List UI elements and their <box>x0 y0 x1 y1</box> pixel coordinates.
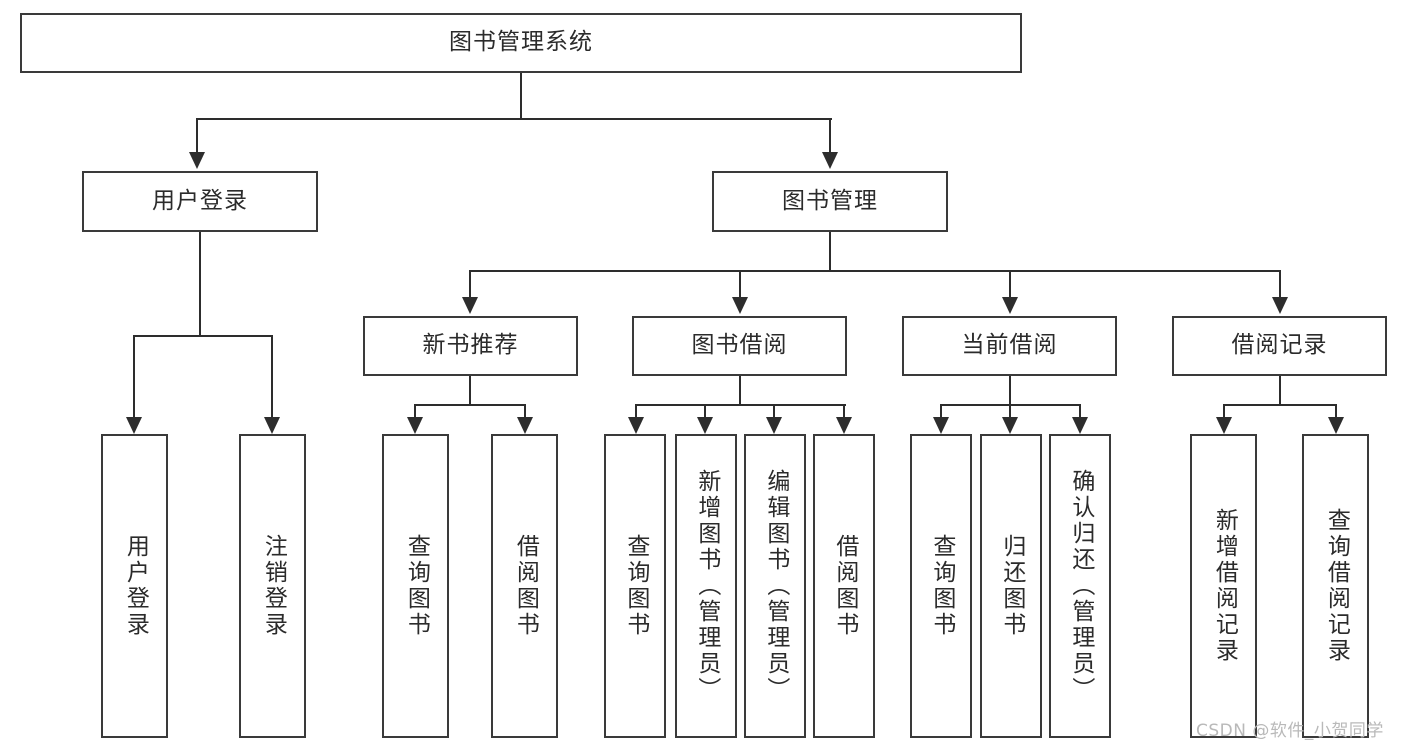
edge-record-to-leaf2 <box>1335 404 1337 419</box>
arrowhead-bookmgmt-to-borrow <box>732 297 748 314</box>
node-leaf-borrow-add-label: 新增图书（管理员） <box>693 469 720 703</box>
edge-current-to-leaf3 <box>1079 404 1081 419</box>
node-leaf-newbook-query[interactable]: 查询图书 <box>382 434 449 738</box>
edge-root-to-bookmgmt <box>829 118 831 154</box>
node-leaf-borrow-edit-label: 编辑图书（管理员） <box>762 469 789 703</box>
edge-login-bus <box>134 335 272 337</box>
edge-bookmgmt-to-borrow <box>739 270 741 299</box>
edge-record-to-leaf1 <box>1223 404 1225 419</box>
arrowhead-newbook-to-leaf2 <box>517 417 533 434</box>
edge-bookmgmt-bus <box>469 270 1281 272</box>
node-book-borrow[interactable]: 图书借阅 <box>632 316 847 376</box>
edge-bookmgmt-stem <box>829 232 831 272</box>
arrowhead-borrow-to-leaf4 <box>836 417 852 434</box>
node-leaf-borrow-lend-label: 借阅图书 <box>831 534 858 638</box>
node-leaf-newbook-borrow[interactable]: 借阅图书 <box>491 434 558 738</box>
node-leaf-newbook-query-label: 查询图书 <box>403 534 430 638</box>
edge-borrow-to-leaf3 <box>773 404 775 419</box>
edge-current-stem <box>1009 376 1011 406</box>
node-new-book-recommend-label: 新书推荐 <box>422 332 519 359</box>
node-new-book-recommend[interactable]: 新书推荐 <box>363 316 578 376</box>
edge-current-to-leaf2 <box>1009 404 1011 419</box>
node-leaf-borrow-query[interactable]: 查询图书 <box>604 434 666 738</box>
node-borrow-record[interactable]: 借阅记录 <box>1172 316 1387 376</box>
edge-record-stem <box>1279 376 1281 406</box>
arrowhead-newbook-to-leaf1 <box>407 417 423 434</box>
edge-borrow-to-leaf2 <box>704 404 706 419</box>
node-book-management-label: 图书管理 <box>782 187 878 214</box>
node-current-borrow-label: 当前借阅 <box>961 332 1058 359</box>
node-leaf-current-confirm-label: 确认归还（管理员） <box>1067 469 1094 703</box>
node-leaf-current-return[interactable]: 归还图书 <box>980 434 1042 738</box>
node-leaf-record-query-label: 查询借阅记录 <box>1323 508 1350 664</box>
arrowhead-login-to-leaf2 <box>264 417 280 434</box>
arrowhead-bookmgmt-to-record <box>1272 297 1288 314</box>
node-leaf-newbook-borrow-label: 借阅图书 <box>512 534 539 638</box>
node-leaf-record-add[interactable]: 新增借阅记录 <box>1190 434 1257 738</box>
edge-newbook-bus <box>415 404 525 406</box>
node-borrow-record-label: 借阅记录 <box>1231 332 1328 359</box>
node-leaf-user-logout-label: 注销登录 <box>260 534 287 638</box>
edge-borrow-to-leaf4 <box>843 404 845 419</box>
edge-current-to-leaf1 <box>940 404 942 419</box>
edge-login-to-leaf2 <box>271 335 273 419</box>
node-leaf-borrow-add[interactable]: 新增图书（管理员） <box>675 434 737 738</box>
arrowhead-borrow-to-leaf1 <box>628 417 644 434</box>
node-user-login[interactable]: 用户登录 <box>82 171 318 232</box>
arrowhead-bookmgmt-to-newbook <box>462 297 478 314</box>
arrowhead-root-to-login <box>189 152 205 169</box>
edge-current-bus <box>941 404 1081 406</box>
node-leaf-current-return-label: 归还图书 <box>998 534 1025 638</box>
arrowhead-root-to-bookmgmt <box>822 152 838 169</box>
arrowhead-current-to-leaf3 <box>1072 417 1088 434</box>
arrowhead-bookmgmt-to-current <box>1002 297 1018 314</box>
edge-login-to-leaf1 <box>133 335 135 419</box>
edge-root-to-login <box>196 118 198 154</box>
edge-login-stem <box>199 232 201 336</box>
edge-borrow-bus <box>636 404 846 406</box>
node-leaf-current-query[interactable]: 查询图书 <box>910 434 972 738</box>
node-leaf-user-logout[interactable]: 注销登录 <box>239 434 306 738</box>
arrowhead-record-to-leaf1 <box>1216 417 1232 434</box>
edge-borrow-to-leaf1 <box>635 404 637 419</box>
node-book-borrow-label: 图书借阅 <box>691 332 788 359</box>
node-leaf-current-confirm[interactable]: 确认归还（管理员） <box>1049 434 1111 738</box>
node-current-borrow[interactable]: 当前借阅 <box>902 316 1117 376</box>
node-leaf-borrow-lend[interactable]: 借阅图书 <box>813 434 875 738</box>
node-leaf-borrow-query-label: 查询图书 <box>622 534 649 638</box>
arrowhead-current-to-leaf2 <box>1002 417 1018 434</box>
edge-record-bus <box>1224 404 1336 406</box>
edge-newbook-to-leaf2 <box>524 404 526 419</box>
watermark-text: CSDN @软件_小贺同学 <box>1196 721 1384 741</box>
arrowhead-record-to-leaf2 <box>1328 417 1344 434</box>
node-root[interactable]: 图书管理系统 <box>20 13 1022 73</box>
node-root-label: 图书管理系统 <box>449 29 593 56</box>
edge-root-bus <box>197 118 832 120</box>
node-user-login-label: 用户登录 <box>152 187 248 214</box>
node-leaf-user-login-label: 用户登录 <box>122 534 149 638</box>
arrowhead-login-to-leaf1 <box>126 417 142 434</box>
node-leaf-record-add-label: 新增借阅记录 <box>1211 508 1238 664</box>
node-book-management[interactable]: 图书管理 <box>712 171 948 232</box>
edge-newbook-stem <box>469 376 471 406</box>
edge-borrow-stem <box>739 376 741 406</box>
edge-root-stem <box>520 73 522 119</box>
node-leaf-user-login[interactable]: 用户登录 <box>101 434 168 738</box>
edge-bookmgmt-to-newbook <box>469 270 471 299</box>
edge-newbook-to-leaf1 <box>414 404 416 419</box>
arrowhead-current-to-leaf1 <box>933 417 949 434</box>
arrowhead-borrow-to-leaf2 <box>697 417 713 434</box>
node-leaf-current-query-label: 查询图书 <box>928 534 955 638</box>
arrowhead-borrow-to-leaf3 <box>766 417 782 434</box>
node-leaf-record-query[interactable]: 查询借阅记录 <box>1302 434 1369 738</box>
edge-bookmgmt-to-current <box>1009 270 1011 299</box>
edge-bookmgmt-to-record <box>1279 270 1281 299</box>
node-leaf-borrow-edit[interactable]: 编辑图书（管理员） <box>744 434 806 738</box>
